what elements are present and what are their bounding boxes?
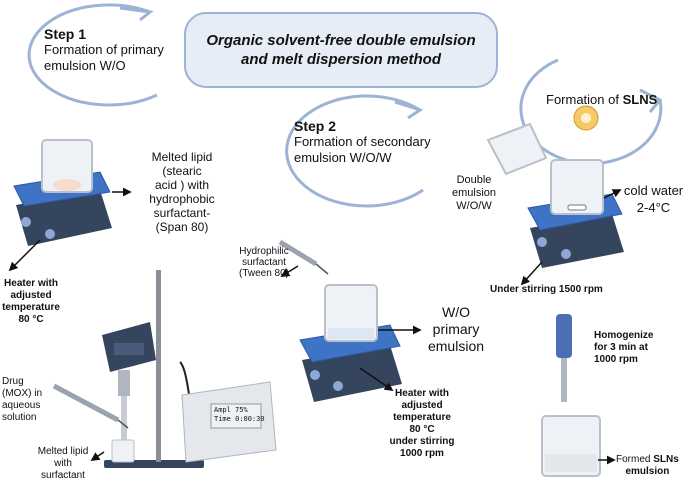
heater2-line-3: temperature [393,412,451,423]
syringe-icon-2 [278,239,329,275]
double-line-1: Double [456,174,492,186]
nanoparticle-icon [573,105,599,131]
homogenizer-icon [556,314,572,402]
syringe-icon [52,383,129,429]
sonicator-controller-icon [181,381,277,463]
homogenize-line-1: Homogenize [594,330,654,341]
step1-heading: Step 1 [44,26,87,42]
double-emulsion-label: Double emulsion W/O/W [446,174,502,213]
formed-slns-label: Formed SLNs emulsion [616,454,679,478]
title-box: Organic solvent-free double emulsion and… [184,12,498,88]
beaker-small-icon [111,439,135,463]
heater1-line-4: 80 °C [18,314,44,325]
melted-lipid-label: Melted lipid (stearic acid ) with hydrop… [134,150,230,234]
heater2-line-1: Heater with [395,388,449,399]
step2-block: Step 2 Formation of secondary emulsion W… [294,118,431,166]
sonicator-icon [102,270,204,468]
hydrophilic-line-1: Hydrophilic [239,246,289,257]
melted-lipid-line-4: hydrophobic [149,192,215,206]
melted-lipid-surfactant-label: Melted lipid with surfactant [28,446,98,482]
heater1-line-2: adjusted [10,290,52,301]
wo-line-2: primary [432,321,480,337]
melted-lipid-line-2: (stearic [162,164,202,178]
drug-line-2: (MOX) in [2,388,42,399]
cold-water-line-1: cold water [623,183,684,198]
double-line-3: W/O/W [456,200,492,212]
formed-line-2: emulsion [625,466,670,477]
step1-line-1: Formation of primary [44,42,164,57]
formation-bold: SLNS [622,92,658,107]
double-line-2: emulsion [451,187,497,199]
beaker-icon-4 [541,415,601,477]
title-line-2: and melt dispersion method [240,51,442,68]
heater2-line-4: 80 °C [409,424,435,435]
cold-water-label: cold water 2-4°C [622,182,685,216]
step2-heading: Step 2 [294,118,337,134]
drug-label: Drug (MOX) in aqueous solution [2,376,42,424]
hydrophilic-label: Hydrophilic surfactant (Tween 80) [232,246,296,279]
wo-primary-label: W/O primary emulsion [424,304,488,355]
pouring-beaker-icon [486,122,548,176]
melted-lipid-line-6: (Span 80) [155,220,209,234]
step1-block: Step 1 Formation of primary emulsion W/O [44,26,164,74]
drug-line-1: Drug [2,376,24,387]
cold-water-line-2: 2-4°C [636,200,671,215]
melted-lipid-line-1: Melted lipid [151,150,213,164]
step2-arc [285,94,424,208]
mls-line-2: with [54,458,72,469]
heater1-line-1: Heater with [4,278,58,289]
formation-prefix: Formation of [546,92,623,107]
step2-line-1: Formation of secondary [294,134,431,149]
homogenize-line-3: 1000 rpm [594,354,638,365]
step1-arc [27,3,158,107]
mls-line-1: Melted lipid [37,446,89,457]
wo-line-1: W/O [442,304,470,320]
wo-line-3: emulsion [427,338,485,354]
step1-line-2: emulsion W/O [44,58,126,73]
heater2-line-5: under stirring [389,436,455,447]
beaker-icon-2 [324,284,378,342]
melted-lipid-line-5: surfactant- [153,206,211,220]
mls-line-3: surfactant [41,470,85,481]
drug-line-4: solution [2,412,37,423]
heater1-line-3: temperature [2,302,60,313]
drug-line-3: aqueous [2,400,41,411]
heater2-line-2: adjusted [401,400,443,411]
beaker-icon [41,139,93,193]
heater2-label: Heater with adjusted temperature 80 °C u… [388,388,456,460]
under-stirring-label: Under stirring 1500 rpm [490,284,603,295]
time-readout: Time 0:00:30 [214,415,265,423]
formed-bold: SLNs [653,454,679,465]
step2-line-2: emulsion W/O/W [294,150,392,165]
sonicator-display: Ampl 75% Time 0:00:30 [214,406,265,424]
ampl-readout: Ampl 75% [214,406,248,414]
homogenize-line-2: for 3 min at [594,342,648,353]
hydrophilic-line-2: surfactant [242,257,286,268]
formation-label: Formation of SLNS [546,92,657,107]
homogenize-label: Homogenize for 3 min at 1000 rpm [594,330,653,366]
formed-prefix: Formed [616,454,654,465]
heater2-line-6: 1000 rpm [400,448,444,459]
melted-lipid-line-3: acid ) with [154,178,210,192]
formation-arc [519,58,663,166]
beaker-icon-3 [550,159,604,215]
title-line-1: Organic solvent-free double emulsion [206,32,476,49]
heater1-label: Heater with adjusted temperature 80 °C [0,278,62,326]
hydrophilic-line-3: (Tween 80) [238,268,290,279]
